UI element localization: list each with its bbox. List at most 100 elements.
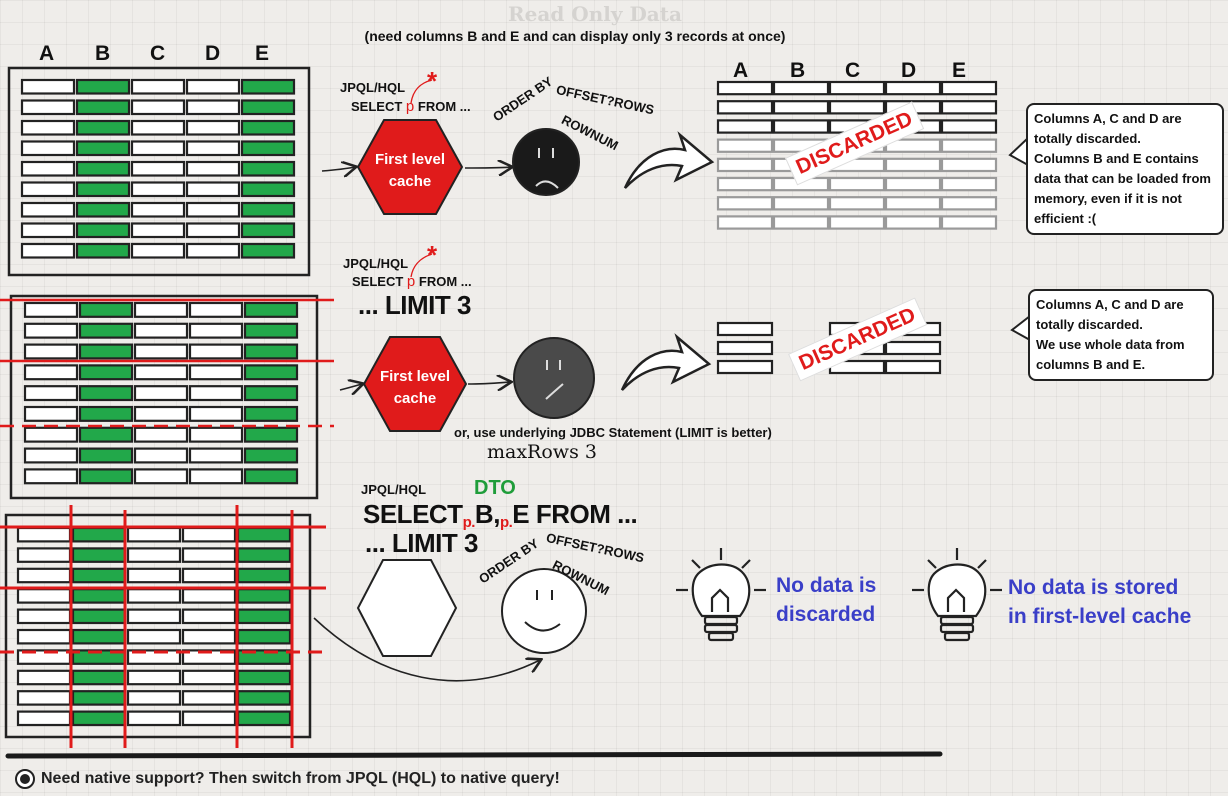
grid-cell xyxy=(240,242,296,259)
grid-cell xyxy=(20,78,76,95)
grid-cell xyxy=(181,608,237,625)
grid-cell xyxy=(23,322,79,339)
cache-label-1-line2: cache xyxy=(388,173,432,190)
grid-cell xyxy=(130,242,186,259)
note-2-line-4: columns B and E. xyxy=(1036,357,1146,372)
grid-cell xyxy=(188,468,244,485)
grid-cell xyxy=(75,242,131,259)
note-1-line-1: Columns A, C and D are xyxy=(1034,111,1182,126)
cache-label-2-line2: cache xyxy=(393,390,437,407)
grid-cell xyxy=(75,181,131,198)
select-keyword-1: SELECT xyxy=(351,99,403,114)
grid-cell xyxy=(772,100,830,115)
grid-cell xyxy=(133,301,189,318)
grid-cell xyxy=(716,321,774,337)
grid-cell xyxy=(240,222,296,239)
grid-cell xyxy=(940,138,998,153)
grid-cell xyxy=(240,99,296,116)
note-1-line-3: Columns B and E contains xyxy=(1034,151,1199,166)
grid-cell xyxy=(828,176,886,192)
grid-cell xyxy=(716,157,774,173)
query-label-1: JPQL/HQL xyxy=(340,80,406,95)
grid-cell xyxy=(23,426,79,443)
grid-cell xyxy=(884,196,942,211)
grid-cell xyxy=(126,628,182,645)
asterisk-2: * xyxy=(427,240,438,270)
table-frame-1 xyxy=(7,66,311,277)
grid-cell xyxy=(236,710,292,727)
grid-cell xyxy=(188,343,244,360)
note-tail-1 xyxy=(1008,137,1029,166)
grid-cell xyxy=(884,215,942,230)
grid-cell xyxy=(78,405,134,422)
grid-cell xyxy=(240,201,296,218)
grid-cell xyxy=(23,385,79,402)
grid-cell xyxy=(16,608,72,625)
note-1: Columns A, C and D are totally discarded… xyxy=(1026,103,1224,235)
grid-cell xyxy=(772,196,830,211)
bulb-1 xyxy=(676,548,766,642)
big-arrow-2 xyxy=(620,333,712,391)
max-rows-text: maxRows 3 xyxy=(487,441,597,463)
grid-cell xyxy=(181,649,237,665)
grid-cell xyxy=(188,426,244,443)
grid-cell xyxy=(20,99,76,116)
grid-cell xyxy=(243,468,299,485)
grid-cell xyxy=(236,669,292,686)
grid-cell xyxy=(243,301,299,318)
grid-cell xyxy=(240,140,296,157)
note-1-line-4: data that can be loaded from xyxy=(1034,171,1211,186)
grid-cell xyxy=(71,567,127,584)
grid-cell xyxy=(126,690,182,706)
grid-cell xyxy=(71,669,127,686)
select-keyword-3: SELECT xyxy=(363,499,463,529)
grid-cell xyxy=(772,215,830,230)
col-label-a: A xyxy=(39,42,55,65)
grid-cell xyxy=(884,157,942,173)
note-1-line-5: memory, even if it is not xyxy=(1034,191,1182,206)
big-arrow-1 xyxy=(623,131,715,189)
table-grid-1 xyxy=(20,78,296,259)
grid-cell xyxy=(236,690,292,706)
grid-cell xyxy=(243,447,299,464)
col-label-b: B xyxy=(95,42,111,65)
grid-cell xyxy=(16,710,72,727)
result-col-label-c: C xyxy=(845,59,861,82)
grid-cell xyxy=(126,526,182,543)
grid-cell xyxy=(240,78,296,95)
grid-cell xyxy=(126,710,182,727)
table-frame-3 xyxy=(4,513,312,739)
grid-cell xyxy=(236,628,292,645)
grid-cell xyxy=(75,140,131,157)
grid-cell xyxy=(772,80,830,96)
page-title: Read Only Data xyxy=(508,2,682,26)
dto-label: DTO xyxy=(474,477,516,499)
cache-label-1: First level cache xyxy=(358,149,462,193)
grid-cell xyxy=(16,567,72,584)
grid-cell xyxy=(240,160,296,177)
result-col-label-d: D xyxy=(901,59,917,82)
grid-cell xyxy=(126,649,182,665)
grid-cell xyxy=(940,215,998,230)
grid-cell xyxy=(716,176,774,192)
grid-cell xyxy=(240,181,296,198)
grid-cell xyxy=(133,322,189,339)
grid-cell xyxy=(185,160,241,177)
note-2-line-3: We use whole data from xyxy=(1036,337,1185,352)
cache-label-2: First level cache xyxy=(364,366,466,410)
select-from-1: FROM ... xyxy=(417,99,471,114)
table-grid-3 xyxy=(16,526,292,727)
arrow-to-face-3 xyxy=(313,617,540,682)
note-2-line-1: Columns A, C and D are xyxy=(1036,297,1184,312)
grid-cell xyxy=(130,222,186,239)
grid-cell xyxy=(133,364,189,381)
grid-cell xyxy=(78,426,134,443)
grid-cell xyxy=(133,468,189,485)
grid-cell xyxy=(940,196,998,211)
query-label-2: JPQL/HQL xyxy=(343,256,409,271)
comma-sep: , xyxy=(493,499,500,529)
grid-cell xyxy=(75,99,131,116)
grid-cell xyxy=(71,628,127,645)
grid-cell xyxy=(240,119,296,136)
grid-cell xyxy=(126,669,182,686)
